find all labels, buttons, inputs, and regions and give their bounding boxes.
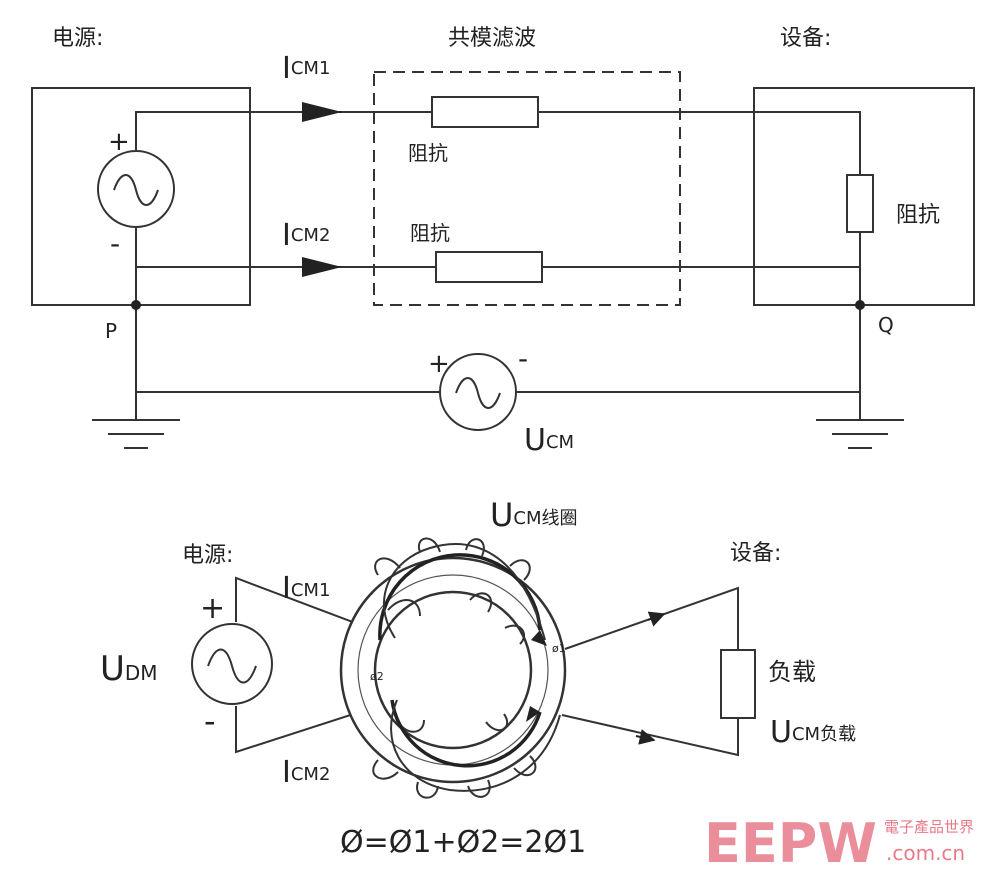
node-q — [855, 300, 865, 310]
top-plus-sign: + — [108, 127, 130, 157]
icm2-label: ICM2 — [282, 218, 330, 253]
upper-coil-wire — [383, 543, 546, 641]
watermark-logo: EEPW — [704, 812, 877, 872]
node-q-label: Q — [878, 313, 894, 337]
upper-impedance-label: 阻抗 — [408, 141, 448, 165]
top-minus-sign: - — [110, 227, 120, 260]
watermark-site: .com.cn — [886, 841, 965, 865]
eepw-watermark: EEPW 電子產品世界 .com.cn — [704, 812, 974, 872]
bottom-source-label: 电源: — [182, 543, 233, 568]
ground-icon — [92, 419, 180, 449]
lower-coil-wire — [390, 699, 561, 792]
top-source-label: 电源: — [52, 26, 103, 51]
icm2-arrow-icon — [302, 257, 342, 277]
bottom-icm2-label: ICM2 — [282, 755, 330, 790]
source-bottom-wire — [235, 699, 398, 754]
bottom-circuit: 电源: 设备: + - UDM — [100, 496, 856, 860]
sine-icon — [207, 648, 257, 684]
arrow-icon — [635, 729, 656, 745]
ucm-load-label: UCM负载 — [770, 715, 856, 750]
bottom-minus-sign: - — [204, 702, 216, 740]
ucm-coil-label: UCM线圈 — [490, 496, 578, 534]
top-device-label: 设备: — [780, 26, 831, 51]
udm-label: UDM — [100, 649, 158, 689]
icm1-label: ICM1 — [282, 51, 330, 86]
device-impedance-label: 阻抗 — [896, 203, 940, 228]
load-resistor — [720, 649, 756, 719]
node-p-label: P — [105, 319, 117, 343]
icm1-arrow-icon — [302, 102, 342, 122]
flux-formula: Ø=Ø1+Ø2=2Ø1 — [340, 825, 586, 860]
watermark-cn: 電子產品世界 — [884, 818, 974, 836]
bottom-device-label: 设备: — [730, 541, 781, 566]
bottom-icm1-label: ICM1 — [282, 571, 330, 606]
device-impedance — [846, 174, 874, 233]
filter-box — [373, 71, 681, 306]
arrow-icon — [647, 611, 666, 627]
ucm-plus-sign: + — [428, 349, 450, 379]
phi1-label: ø1 — [552, 642, 566, 655]
lower-impedance-label: 阻抗 — [410, 221, 450, 245]
source-top-wire — [235, 576, 396, 639]
sine-icon — [113, 174, 159, 206]
load-label: 负载 — [768, 658, 816, 686]
lower-impedance — [435, 251, 543, 283]
bottom-plus-sign: + — [200, 591, 225, 626]
device-bottom-wire — [561, 714, 739, 757]
filter-label: 共模滤波 — [448, 26, 536, 51]
upper-impedance — [431, 96, 539, 128]
ucm-label: UCM — [524, 423, 574, 458]
phi2-label: ø2 — [370, 670, 384, 683]
device-top-wire — [564, 586, 739, 650]
top-circuit: 电源: 共模滤波 设备: + - ICM1 ICM2 阻抗 阻抗 阻抗 — [31, 26, 975, 458]
ground-icon — [816, 419, 904, 449]
toroid-core — [339, 537, 567, 799]
ucm-minus-sign: - — [518, 342, 528, 375]
node-p — [131, 300, 141, 310]
sine-icon — [455, 377, 501, 409]
